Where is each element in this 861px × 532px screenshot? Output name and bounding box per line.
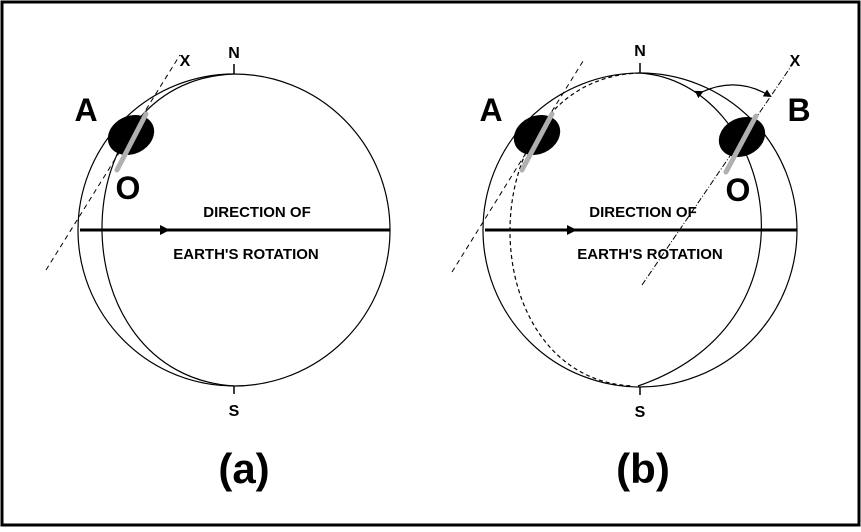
figure-frame xyxy=(2,2,859,525)
north-label-b: N xyxy=(634,43,646,60)
observer-disk-a-b xyxy=(507,108,567,163)
axis-line-at-a-b xyxy=(452,58,585,272)
direction-line1-b: DIRECTION OF xyxy=(589,204,697,221)
panel-b: N S X A B O DIRECTION OF EARTH'S ROTATIO… xyxy=(452,43,811,492)
direction-line2-b: EARTH'S ROTATION xyxy=(577,246,723,263)
caption-b: (b) xyxy=(616,445,670,492)
point-o-label-a: O xyxy=(116,170,141,206)
caption-a: (a) xyxy=(218,445,269,492)
north-label-a: N xyxy=(228,45,240,62)
axis-x-label-a: X xyxy=(180,53,191,70)
panel-a: N S X A O DIRECTION OF EARTH'S ROTATION … xyxy=(46,45,390,492)
point-o-label-b: O xyxy=(726,172,751,208)
axis-x-label-b: X xyxy=(790,53,801,70)
south-label-a: S xyxy=(229,403,240,420)
direction-line2-a: EARTH'S ROTATION xyxy=(173,246,319,263)
axis-x-line-a xyxy=(46,55,180,270)
point-a-label-b: A xyxy=(479,92,502,128)
point-a-label-a: A xyxy=(74,92,97,128)
point-b-label-b: B xyxy=(787,92,810,128)
observer-disk-a xyxy=(101,108,161,163)
south-label-b: S xyxy=(635,404,646,421)
direction-line1-a: DIRECTION OF xyxy=(203,204,311,221)
